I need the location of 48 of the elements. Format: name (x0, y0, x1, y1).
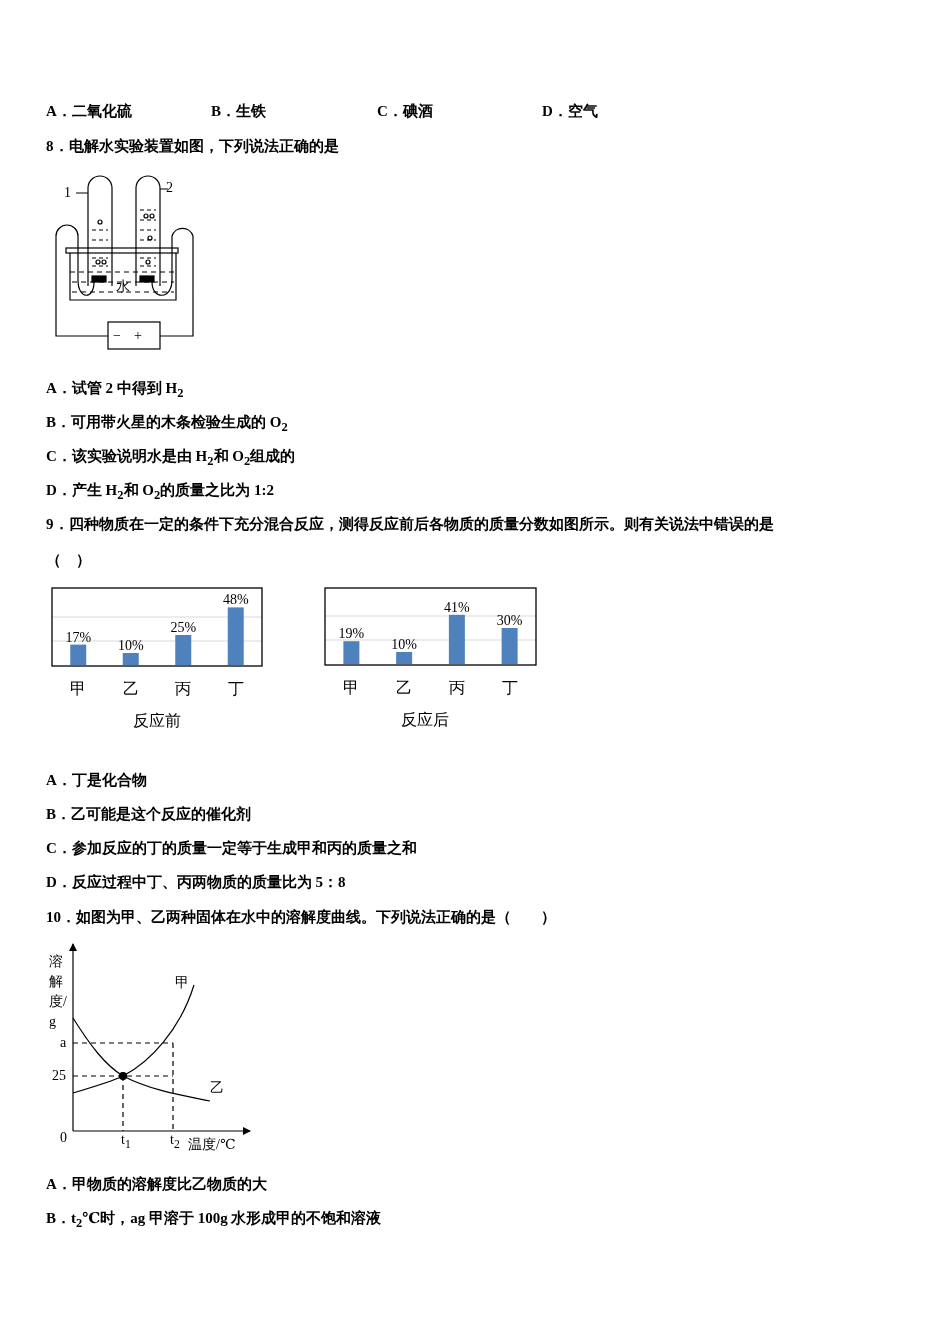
tick-label: a (60, 1034, 67, 1052)
category-label: 甲 (70, 679, 87, 698)
category-label: 乙 (122, 679, 139, 698)
question-text: 9．四种物质在一定的条件下充分混合反应，测得反应前后各物质的质量分数如图所示。则有关说法中错误的是（ ） (46, 515, 775, 570)
category-label: 丙 (448, 678, 465, 697)
tick-label: 0 (60, 1129, 67, 1147)
question-text: 10．如图为甲、乙两种固体在水中的溶解度曲线。下列说法正确的是（ ） (46, 908, 556, 927)
axis-label: 温度/℃ (188, 1136, 236, 1154)
category-label: 乙 (396, 678, 413, 697)
curve-label: 乙 (210, 1079, 224, 1097)
value-label: 41% (444, 599, 470, 615)
category-label: 丙 (175, 679, 192, 698)
terminal-sign: − (113, 327, 121, 345)
answer-option: B．t$_{2}$℃时，ag 甲溶于 100g 水形成甲的不饱和溶液 (46, 1208, 382, 1233)
answer-option: C．该实验说明水是由 H$_{2}$和 O$_{2}$组成的 (46, 446, 296, 471)
answer-option: A．丁是化合物 (46, 770, 147, 790)
category-label: 甲 (343, 678, 360, 697)
answer-option: D．空气 (542, 101, 598, 121)
value-label: 30% (496, 613, 523, 628)
water-label: 水 (116, 278, 130, 296)
tick-label: t$_{1}$ (121, 1131, 131, 1153)
terminal-sign: + (134, 327, 142, 345)
tube-number: 2 (166, 179, 173, 197)
question-text: 8．电解水实验装置如图，下列说法正确的是 (46, 137, 339, 156)
value-label: 10% (117, 638, 144, 653)
chart-title: 反应后 (400, 710, 449, 728)
answer-option: B．可用带火星的木条检验生成的 O$_{2}$ (46, 412, 288, 437)
tick-label: t$_{2}$ (170, 1131, 180, 1153)
answer-option: B．乙可能是这个反应的催化剂 (46, 804, 251, 824)
answer-option: A．试管 2 中得到 H$_{2}$ (46, 378, 184, 403)
answer-option: A．甲物质的溶解度比乙物质的大 (46, 1174, 267, 1194)
chart-title: 反应前 (133, 711, 181, 728)
tick-label: 25 (52, 1067, 66, 1085)
category-label: 丁 (227, 679, 244, 698)
value-label: 10% (391, 637, 417, 652)
value-label: 48% (222, 592, 249, 608)
answer-option: D．产生 H$_{2}$和 O$_{2}$的质量之比为 1:2 (46, 480, 274, 505)
curve-label: 甲 (175, 974, 189, 992)
tube-number: 1 (64, 184, 71, 202)
answer-option: B．生铁 (211, 101, 266, 121)
answer-option: C．碘酒 (377, 101, 433, 121)
category-label: 丁 (501, 678, 518, 697)
answer-option: D．反应过程中丁、丙两物质的质量比为 5：8 (46, 872, 346, 892)
value-label: 17% (65, 629, 92, 645)
answer-option: A．二氧化硫 (46, 101, 132, 121)
value-label: 19% (338, 626, 365, 642)
value-label: 25% (170, 620, 197, 635)
answer-option: C．参加反应的丁的质量一定等于生成甲和丙的质量之和 (46, 838, 417, 858)
